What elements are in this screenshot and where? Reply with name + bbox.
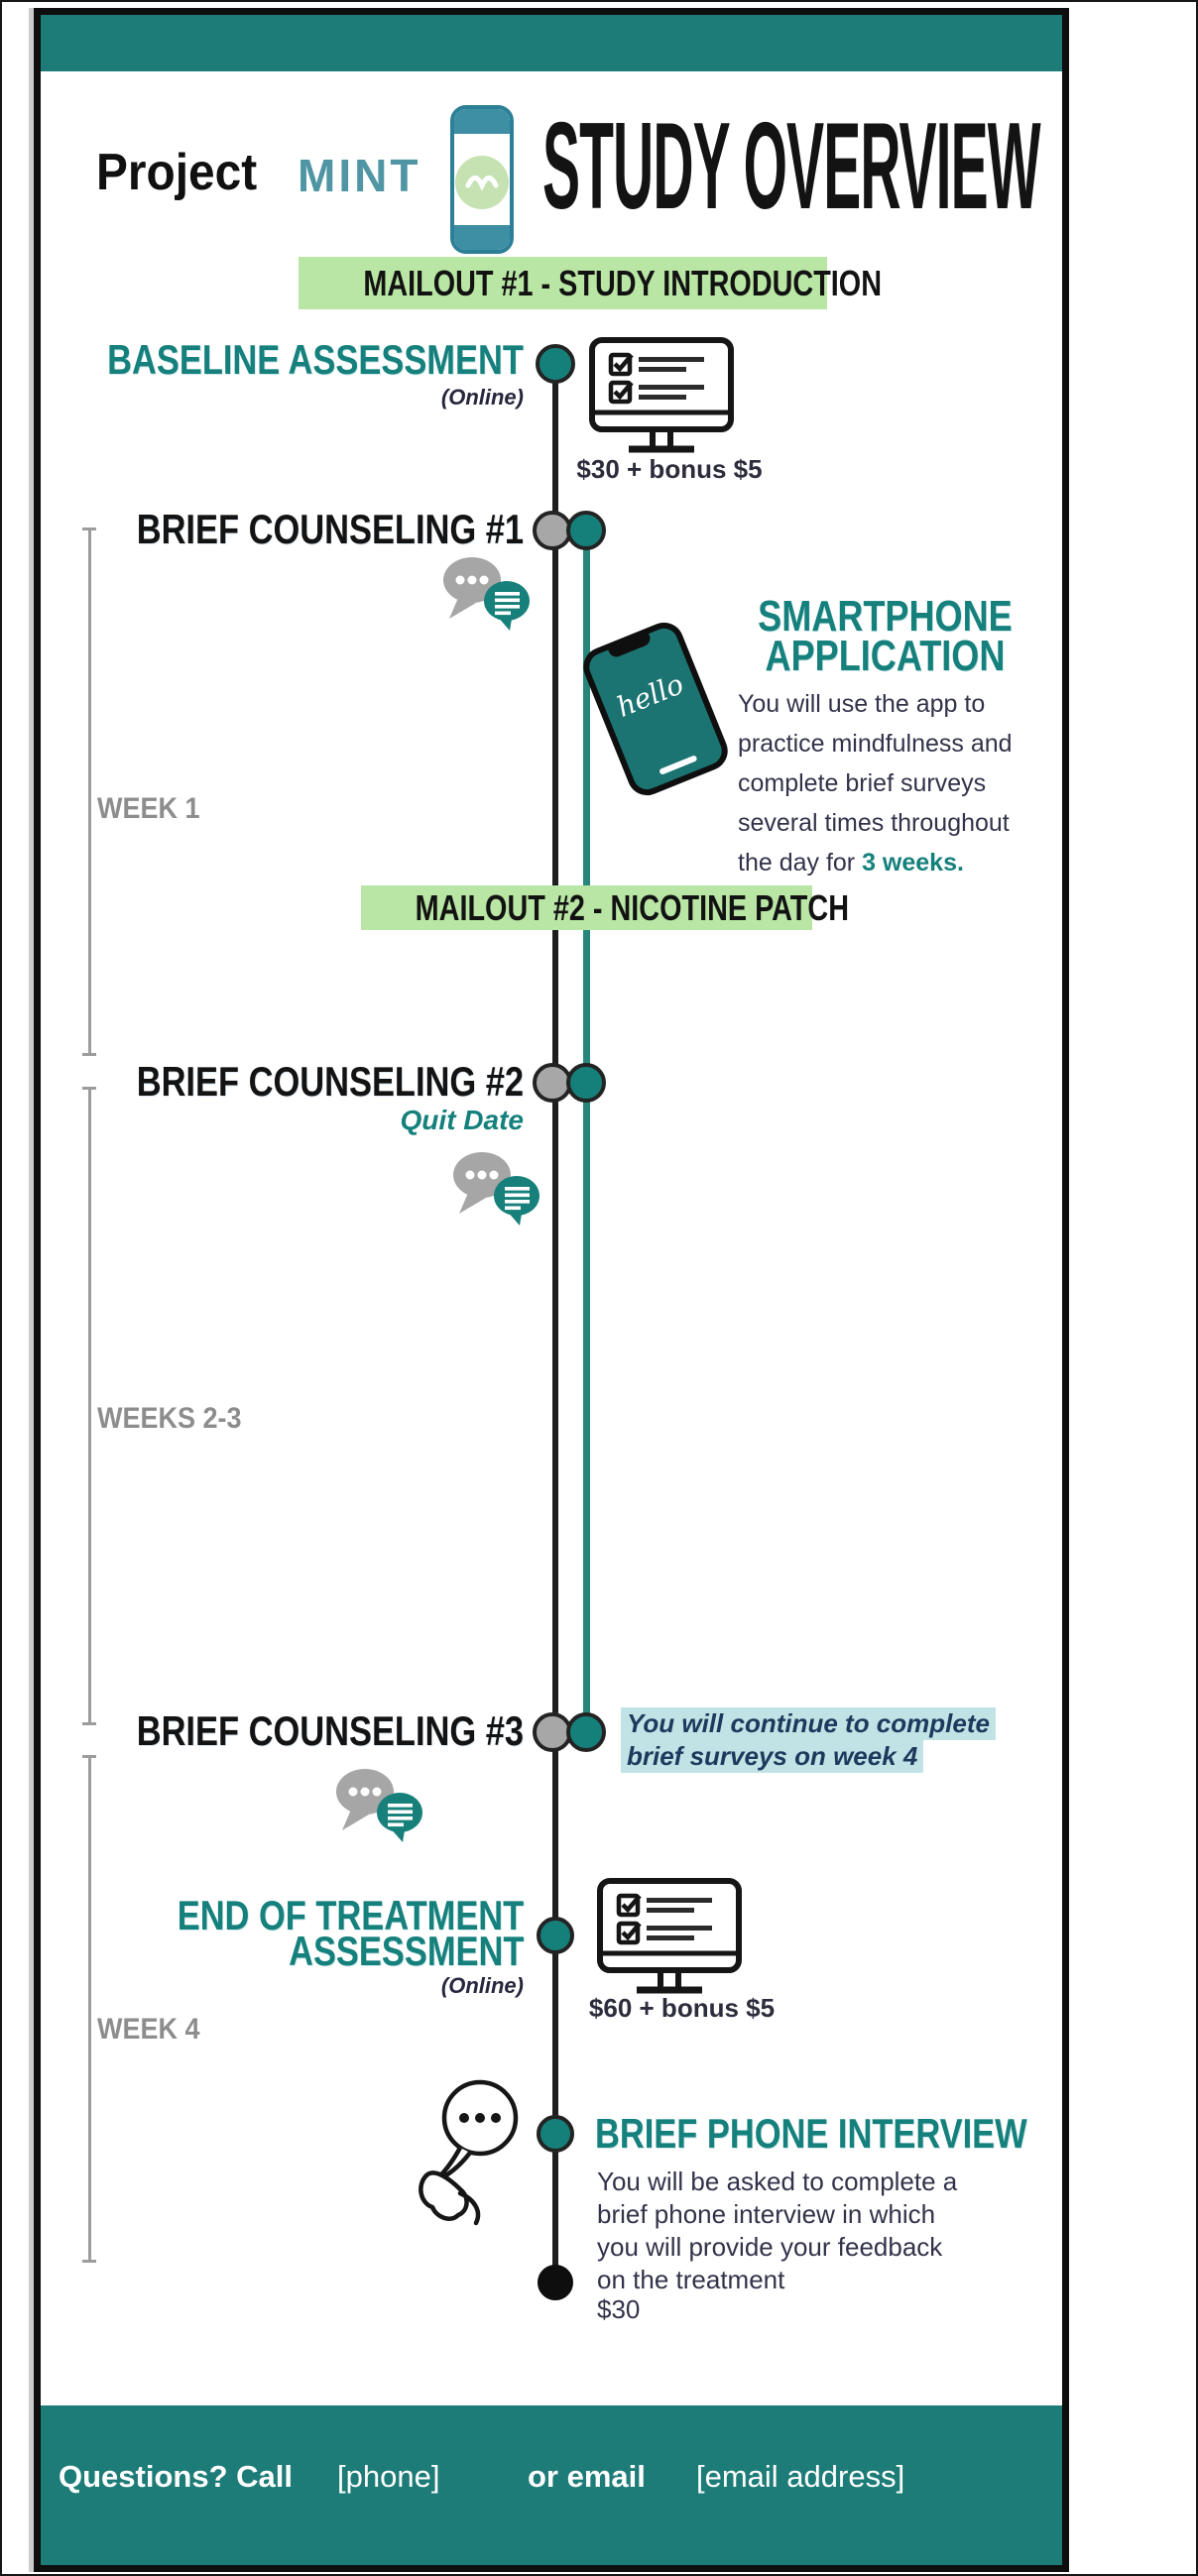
timeline-dot-end (538, 2265, 573, 2300)
flyer-border (34, 8, 1069, 2572)
mailout2-banner: MAILOUT #2 - NICOTINE PATCH (361, 885, 849, 930)
week4-label: WEEK 4 (97, 2013, 200, 2046)
phone-logo-bottom-band (454, 225, 510, 250)
chat-bubbles-icon (329, 1765, 428, 1847)
phone-home-bar (659, 755, 698, 775)
survey-monitor-icon (587, 335, 736, 467)
project-label: Project (96, 144, 258, 201)
week1-label: WEEK 1 (97, 792, 200, 825)
app-duration-accent: 3 weeks. (862, 849, 964, 877)
timeline-main-line (552, 364, 558, 2283)
interview-reward: $30 (597, 2294, 641, 2324)
smartphone-app-title: SMARTPHONE APPLICATION (757, 592, 1013, 680)
chat-bubbles-icon (436, 553, 536, 636)
week4-surveys-note: You will continue to complete brief surv… (621, 1707, 996, 1773)
mint-phone-logo-icon (450, 105, 514, 254)
weeks23-label: WEEKS 2-3 (97, 1402, 242, 1435)
chat-bubbles-icon (446, 1148, 545, 1230)
timeline-dot-baseline (536, 344, 575, 384)
phone-screen-text: hello (612, 667, 688, 724)
footer-email: [email address] (696, 2459, 905, 2494)
timeline-dot-counseling3-teal (566, 1712, 606, 1752)
counseling1-title: BRIEF COUNSELING #1 (136, 506, 524, 552)
footer-band (41, 2405, 1062, 2565)
counseling2-title: BRIEF COUNSELING #2 (136, 1058, 524, 1105)
eot-reward: $60 + bonus $5 (588, 1993, 776, 2023)
eot-title-line2: ASSESSMENT (288, 1928, 524, 1974)
smartphone-app-body: You will use the app to practice mindful… (738, 690, 1013, 877)
footer-email-label: or email (528, 2459, 646, 2494)
phone-interview-icon (419, 2060, 557, 2232)
interview-body: You will be asked to complete a brief ph… (597, 2166, 958, 2294)
footer-phone: [phone] (337, 2459, 440, 2494)
timeline-dot-interview (537, 2115, 574, 2153)
quit-date-label: Quit Date (400, 1105, 524, 1135)
header-band (41, 15, 1062, 71)
baseline-mode: (Online) (440, 385, 524, 410)
timeline-app-line (583, 530, 590, 1732)
weeks23-bracket (81, 1087, 97, 1725)
phone-logo-top-band (454, 109, 510, 134)
baseline-reward: $30 + bonus $5 (576, 454, 763, 484)
eot-title-line1: END OF TREATMENT (177, 1892, 524, 1938)
timeline-dot-eot (537, 1917, 574, 1954)
timeline-dot-counseling1-teal (566, 511, 606, 550)
footer-call-label: Questions? Call (59, 2459, 293, 2494)
survey-monitor-icon (595, 1876, 744, 2008)
page-title: STUDY OVERVIEW (542, 98, 1041, 235)
mint-leaf-icon (455, 156, 509, 209)
timeline-dot-counseling2-teal (566, 1063, 606, 1103)
week4-bracket (81, 1755, 97, 2263)
eot-mode: (Online) (440, 1973, 524, 1998)
counseling3-title: BRIEF COUNSELING #3 (136, 1707, 524, 1754)
mailout1-banner: MAILOUT #1 - STUDY INTRODUCTION (299, 257, 882, 309)
week1-bracket (81, 527, 97, 1056)
baseline-title: BASELINE ASSESSMENT (107, 336, 524, 383)
interview-title: BRIEF PHONE INTERVIEW (595, 2110, 1027, 2157)
mint-wordmark: MINT (298, 150, 421, 201)
project-wordmark: Project (96, 143, 271, 202)
